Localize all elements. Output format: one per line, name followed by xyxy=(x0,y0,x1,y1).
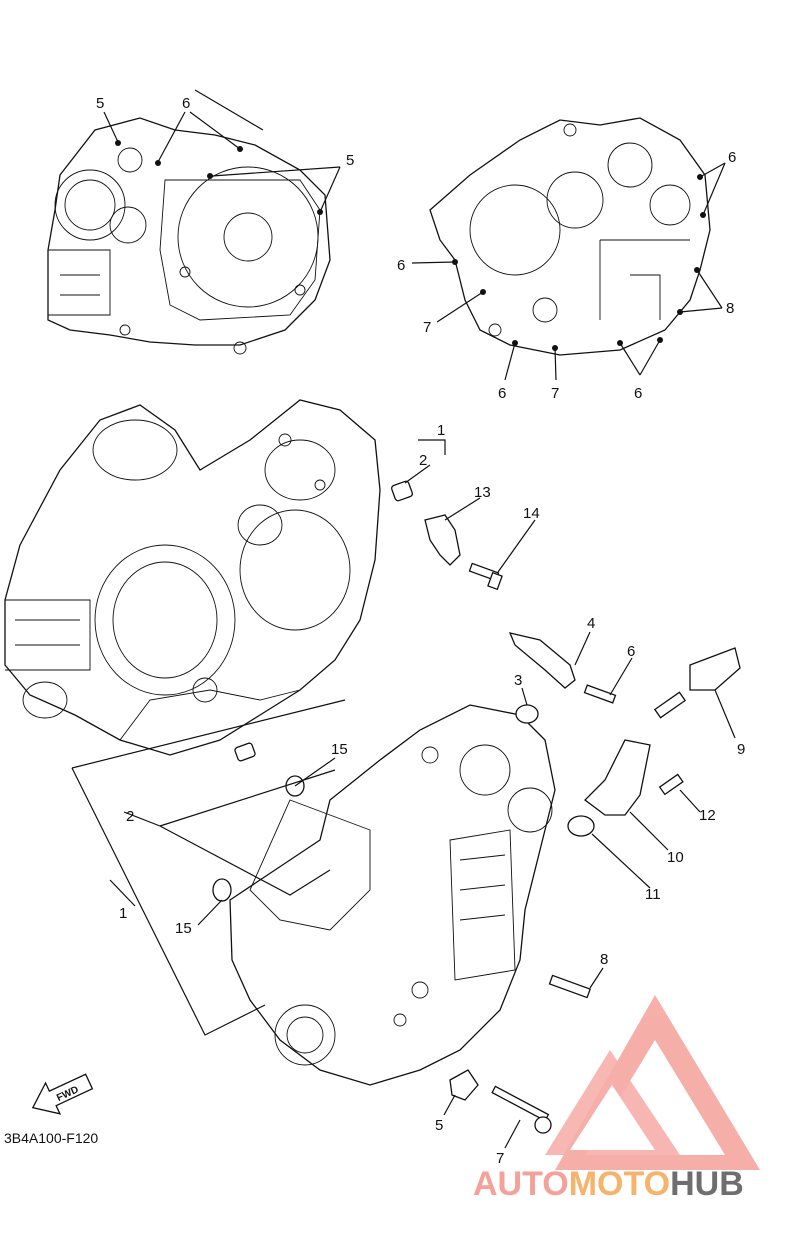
bushing-3 xyxy=(515,704,539,724)
watermark-logo xyxy=(545,995,760,1170)
callout-tl-1: 5 xyxy=(96,95,104,112)
callout-tr-5: 6 xyxy=(498,385,506,402)
oil-filler-pipe-10 xyxy=(584,739,651,816)
bolt-8 xyxy=(548,974,591,999)
callout-main-4: 4 xyxy=(587,615,595,632)
callout-main-12: 12 xyxy=(699,807,716,824)
callout-main-15b: 15 xyxy=(175,920,192,937)
callout-main-8: 8 xyxy=(600,951,608,968)
bolt-7 xyxy=(491,1085,552,1134)
callout-tr-7: 6 xyxy=(634,385,642,402)
diagram-code: 3B4A100-F120 xyxy=(4,1130,98,1146)
callout-tr-1: 6 xyxy=(728,149,736,166)
crankcase-left-half xyxy=(4,399,381,756)
callout-main-9: 9 xyxy=(737,741,745,758)
callout-tr-4: 8 xyxy=(726,300,734,317)
callout-tr-2: 6 xyxy=(397,257,405,274)
callout-main-11: 11 xyxy=(645,886,661,903)
callout-tr-3: 7 xyxy=(423,319,431,336)
oil-level-gauge-4 xyxy=(508,632,576,689)
dowel-pin-lower xyxy=(234,742,256,762)
bolt-12 xyxy=(658,773,684,796)
leader-lines xyxy=(71,89,736,1149)
watermark-word-hub: HUB xyxy=(670,1165,744,1203)
callout-main-7: 7 xyxy=(496,1150,504,1167)
callout-main-13: 13 xyxy=(474,484,491,501)
callout-main-10: 10 xyxy=(667,849,684,866)
callout-main-1b: 1 xyxy=(119,905,127,922)
bracket-13 xyxy=(424,514,461,566)
callout-tr-6: 7 xyxy=(551,385,559,402)
o-ring-11 xyxy=(567,815,595,837)
watermark-word-moto: MOTO xyxy=(569,1165,670,1203)
callout-main-3: 3 xyxy=(514,672,522,689)
callout-labels: 5 6 5 6 6 7 8 6 7 6 1 2 13 14 4 6 3 9 15… xyxy=(96,95,745,1167)
dowel-pin-upper xyxy=(391,480,413,502)
dowel-pin-15-lower xyxy=(212,878,232,902)
bracket-5 xyxy=(449,1069,479,1101)
callout-main-14: 14 xyxy=(523,505,540,522)
callout-tl-3: 5 xyxy=(346,152,354,169)
crankcase-right-half xyxy=(229,704,556,1086)
crankcase-right-inner-view xyxy=(429,117,711,356)
watermark-word-auto: AUTO xyxy=(473,1165,569,1203)
callout-main-6: 6 xyxy=(627,643,635,660)
callout-main-5: 5 xyxy=(435,1117,443,1134)
callout-main-1: 1 xyxy=(437,422,445,439)
callout-tl-2: 6 xyxy=(182,95,190,112)
bolt-14 xyxy=(468,562,503,591)
callout-main-2b: 2 xyxy=(126,808,134,825)
oil-filler-cap-9 xyxy=(653,647,741,719)
watermark-text: AUTOMOTOHUB xyxy=(473,1165,744,1203)
callout-main-15a: 15 xyxy=(331,741,348,758)
fwd-arrow-icon: FWD xyxy=(31,1073,94,1115)
crankcase-left-inner-view xyxy=(47,117,331,355)
bolt-6 xyxy=(583,684,617,704)
callout-main-2: 2 xyxy=(419,452,427,469)
